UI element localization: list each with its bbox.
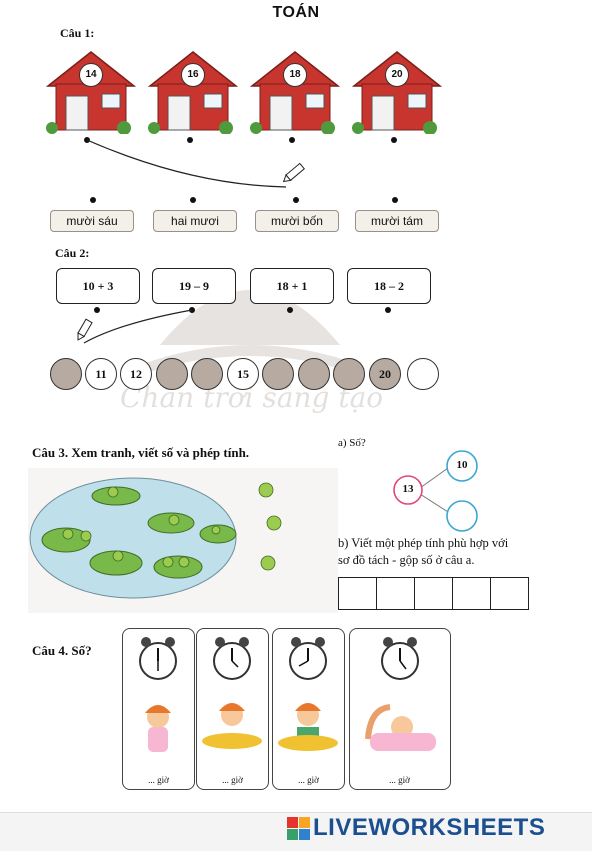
word-dot-1[interactable] <box>90 197 96 203</box>
clock-scene <box>139 637 177 752</box>
word-card-1: mười sáu <box>50 210 134 232</box>
house-icon <box>147 51 239 135</box>
number-circle-row: 11 12 15 20 <box>50 358 440 392</box>
house-2: 16 <box>146 46 240 139</box>
expression-box-1: 10 + 3 <box>56 268 140 304</box>
clock-card-2: ... giờ <box>196 628 269 790</box>
liveworksheets-logo: LIVEWORKSHEETS <box>287 814 545 842</box>
house-number: 20 <box>385 63 409 87</box>
number-circle[interactable] <box>156 358 188 390</box>
answer-row <box>338 577 529 610</box>
split-merge-diagram <box>393 450 478 532</box>
clock-card-1: ... giờ <box>122 628 195 790</box>
house-number: 14 <box>79 63 103 87</box>
question-1-label: Câu 1: <box>60 26 95 40</box>
pencil-icon <box>77 318 93 341</box>
number-circle[interactable] <box>191 358 223 390</box>
house-number: 16 <box>181 63 205 87</box>
house-3: 18 <box>248 46 342 139</box>
clock-scene <box>365 637 436 751</box>
clock-caption[interactable]: ... giờ <box>148 775 169 785</box>
clock-card-4: ... giờ <box>349 628 451 790</box>
empty-part-circle[interactable] <box>446 500 478 532</box>
house-dot-3[interactable] <box>289 137 295 143</box>
number-circle[interactable] <box>298 358 330 390</box>
house-number: 18 <box>283 63 307 87</box>
clock-scene <box>202 637 262 749</box>
house-icon <box>351 51 443 135</box>
number-circle[interactable]: 11 <box>85 358 117 390</box>
house-icon <box>45 51 137 135</box>
frog-pond-image <box>29 477 282 599</box>
number-circle[interactable]: 12 <box>120 358 152 390</box>
brand-name: LIVEWORKSHEETS <box>313 814 546 841</box>
diagram-part-1: 10 <box>456 459 468 471</box>
expression-box-4: 18 – 2 <box>347 268 431 304</box>
answer-cell[interactable] <box>338 577 377 610</box>
house-dot-4[interactable] <box>391 137 397 143</box>
number-circle[interactable] <box>50 358 82 390</box>
answer-cell[interactable] <box>453 577 491 610</box>
clock-caption[interactable]: ... giờ <box>298 775 319 785</box>
expression-dot-4[interactable] <box>385 307 391 313</box>
question-4-label: Câu 4. Số? <box>32 643 92 658</box>
answer-cell[interactable] <box>415 577 453 610</box>
part-b-text-2: sơ đồ tách - gộp số ở câu a. <box>338 553 475 567</box>
frog-icon <box>62 482 282 571</box>
example-line <box>86 139 305 188</box>
lily-pads <box>41 486 237 579</box>
word-dot-2[interactable] <box>190 197 196 203</box>
answer-cell[interactable] <box>377 577 415 610</box>
clock-scene <box>278 637 338 751</box>
example-line-2 <box>77 309 193 344</box>
diagram-whole: 13 <box>402 483 414 495</box>
expression-box-3: 18 + 1 <box>250 268 334 304</box>
number-circle[interactable] <box>262 358 294 390</box>
word-dot-3[interactable] <box>293 197 299 203</box>
number-circle[interactable]: 15 <box>227 358 259 390</box>
live-icon <box>287 816 310 840</box>
house-icon <box>249 51 341 135</box>
part-b-text-1: b) Viết một phép tính phù hợp với <box>338 536 509 550</box>
expression-dot-3[interactable] <box>287 307 293 313</box>
word-card-4: mười tám <box>355 210 439 232</box>
expression-dot-1[interactable] <box>94 307 100 313</box>
house-1: 14 <box>44 46 138 139</box>
number-circle[interactable] <box>333 358 365 390</box>
number-circle[interactable]: 20 <box>369 358 401 390</box>
word-card-2: hai mươi <box>153 210 237 232</box>
part-a-label: a) Số? <box>338 437 366 449</box>
house-4: 20 <box>350 46 444 139</box>
question-2-label: Câu 2: <box>55 246 90 260</box>
house-dot-2[interactable] <box>187 137 193 143</box>
pencil-icon <box>282 162 305 183</box>
word-card-3: mười bốn <box>255 210 339 232</box>
clock-card-3: ... giờ <box>272 628 345 790</box>
word-dot-4[interactable] <box>392 197 398 203</box>
page-title: TOÁN <box>272 4 320 21</box>
clock-caption[interactable]: ... giờ <box>389 775 410 785</box>
clock-caption[interactable]: ... giờ <box>222 775 243 785</box>
answer-cell[interactable] <box>491 577 529 610</box>
number-circle[interactable] <box>407 358 439 390</box>
expression-box-2: 19 – 9 <box>152 268 236 304</box>
pond-illustration <box>28 468 338 613</box>
question-3-label: Câu 3. Xem tranh, viết số và phép tính. <box>32 445 250 460</box>
